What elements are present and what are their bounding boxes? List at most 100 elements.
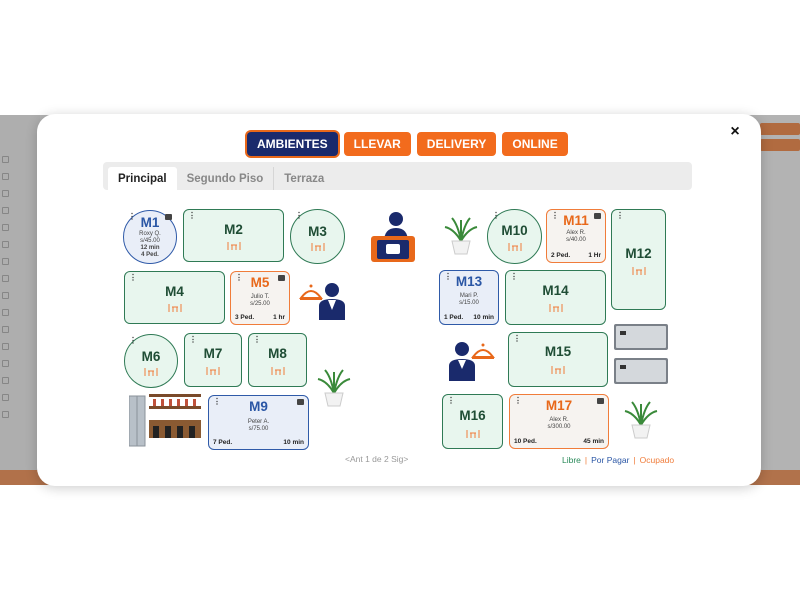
table-name: M13 bbox=[455, 274, 483, 289]
table-chairs-icon bbox=[144, 368, 158, 376]
table-menu-icon[interactable]: ⋮ bbox=[189, 335, 197, 344]
table-menu-icon[interactable]: ⋮ bbox=[447, 396, 455, 405]
table-menu-icon[interactable]: ⋮ bbox=[514, 396, 522, 405]
table-m11[interactable]: ⋮ M11 Alex R. s/40.00 2 Ped. 1 Hr bbox=[546, 209, 606, 263]
table-m9[interactable]: ⋮ M9 Peter A. s/75.00 7 Ped. 10 min bbox=[208, 395, 309, 450]
mode-delivery-button[interactable]: DELIVERY bbox=[416, 132, 497, 156]
table-chairs-icon bbox=[206, 367, 220, 375]
bg-right-button bbox=[760, 123, 800, 135]
table-m5[interactable]: ⋮ M5 Julio T. s/25.00 3 Ped. 1 hr bbox=[230, 271, 290, 325]
table-m13[interactable]: ⋮ M13 Mari P. s/15.00 1 Ped. 10 min bbox=[439, 270, 499, 325]
table-chairs-icon bbox=[551, 366, 565, 374]
table-name: M3 bbox=[308, 224, 327, 239]
table-chairs-icon bbox=[271, 367, 284, 375]
table-orders: 7 Ped. bbox=[213, 439, 233, 446]
table-m1[interactable]: ⋮ M1 Roxy Q. s/45.00 12 min 4 Ped. bbox=[123, 210, 177, 264]
table-chairs-icon bbox=[466, 430, 479, 438]
tables-modal: × AMBIENTES LLEVAR DELIVERY ONLINE Princ… bbox=[37, 114, 761, 486]
status-legend: Libre | Por Pagar | Ocupado bbox=[562, 455, 674, 465]
table-time: 10 min bbox=[473, 314, 494, 321]
table-name: M9 bbox=[249, 399, 268, 414]
table-m14[interactable]: ⋮ M14 bbox=[505, 270, 606, 325]
table-menu-icon[interactable]: ⋮ bbox=[295, 211, 303, 220]
table-menu-icon[interactable]: ⋮ bbox=[492, 211, 500, 220]
table-menu-icon[interactable]: ⋮ bbox=[128, 212, 136, 221]
table-orders: 1 Ped. bbox=[444, 314, 464, 321]
table-menu-icon[interactable]: ⋮ bbox=[213, 397, 221, 406]
table-name: M10 bbox=[501, 223, 528, 238]
tab-principal[interactable]: Principal bbox=[108, 167, 177, 190]
table-m7[interactable]: ⋮ M7 bbox=[184, 333, 242, 387]
table-orders: 2 Ped. bbox=[551, 252, 571, 259]
bg-sidebar-item bbox=[0, 304, 40, 320]
table-menu-icon[interactable]: ⋮ bbox=[188, 211, 196, 220]
tab-terraza[interactable]: Terraza bbox=[284, 172, 325, 185]
mode-online-button[interactable]: ONLINE bbox=[502, 132, 568, 156]
table-menu-icon[interactable]: ⋮ bbox=[444, 272, 452, 281]
bg-sidebar-item bbox=[0, 355, 40, 371]
table-menu-icon[interactable]: ⋮ bbox=[129, 273, 137, 282]
plant-icon bbox=[444, 217, 478, 255]
pagination[interactable]: <Ant 1 de 2 Sig> bbox=[345, 454, 409, 464]
table-time: 1 Hr bbox=[588, 252, 601, 259]
table-m16[interactable]: ⋮ M16 bbox=[442, 394, 503, 449]
table-m15[interactable]: ⋮ M15 bbox=[508, 332, 608, 387]
table-amount: s/25.00 bbox=[250, 301, 270, 307]
table-m4[interactable]: ⋮ M4 bbox=[124, 271, 225, 324]
table-menu-icon[interactable]: ⋮ bbox=[129, 336, 137, 345]
table-menu-icon[interactable]: ⋮ bbox=[513, 334, 521, 343]
refrigerator-icon bbox=[614, 324, 668, 384]
legend-pay: Por Pagar bbox=[591, 455, 630, 465]
table-menu-icon[interactable]: ⋮ bbox=[253, 335, 261, 344]
table-time: 12 min bbox=[140, 245, 160, 251]
table-chairs-icon bbox=[549, 304, 562, 312]
printer-icon bbox=[597, 398, 604, 404]
table-name: M5 bbox=[250, 275, 270, 290]
bg-sidebar-item bbox=[0, 389, 40, 405]
table-m12[interactable]: ⋮ M12 bbox=[611, 209, 666, 310]
table-time: 1 hr bbox=[273, 314, 285, 321]
table-menu-icon[interactable]: ⋮ bbox=[235, 273, 243, 282]
area-tabs: Principal Segundo Piso Terraza bbox=[103, 162, 692, 190]
table-waiter: Peter A. bbox=[247, 419, 270, 425]
table-m3[interactable]: ⋮ M3 bbox=[290, 209, 345, 264]
bg-sidebar-item bbox=[0, 372, 40, 388]
bg-sidebar-item bbox=[0, 202, 40, 218]
table-name: M6 bbox=[141, 349, 161, 364]
table-m8[interactable]: ⋮ M8 bbox=[248, 333, 307, 387]
tab-segundo-piso[interactable]: Segundo Piso bbox=[177, 167, 275, 190]
mode-ambientes-button[interactable]: AMBIENTES bbox=[247, 132, 338, 156]
printer-icon bbox=[297, 399, 304, 405]
table-m6[interactable]: ⋮ M6 bbox=[124, 334, 178, 388]
table-waiter: Alex R. bbox=[549, 417, 569, 423]
close-button[interactable]: × bbox=[730, 123, 740, 140]
table-m17[interactable]: ⋮ M17 Alex R. s/300.00 10 Ped. 45 min bbox=[509, 394, 609, 449]
table-menu-icon[interactable]: ⋮ bbox=[510, 272, 518, 281]
table-time: 10 min bbox=[283, 439, 304, 446]
mode-llevar-button[interactable]: LLEVAR bbox=[343, 132, 411, 156]
table-m10[interactable]: ⋮ M10 bbox=[487, 209, 542, 264]
bg-sidebar-item bbox=[0, 287, 40, 303]
table-amount: s/75.00 bbox=[248, 426, 269, 432]
table-amount: s/40.00 bbox=[566, 237, 586, 243]
table-menu-icon[interactable]: ⋮ bbox=[551, 211, 559, 220]
table-menu-icon[interactable]: ⋮ bbox=[616, 211, 624, 220]
bg-sidebar-item bbox=[0, 270, 40, 286]
table-chairs-icon bbox=[168, 304, 181, 312]
mode-selector: AMBIENTES LLEVAR DELIVERY ONLINE bbox=[247, 132, 568, 156]
table-name: M1 bbox=[140, 215, 160, 230]
table-waiter: Mari P. bbox=[459, 293, 479, 299]
bg-sidebar-item bbox=[0, 219, 40, 235]
table-name: M7 bbox=[203, 346, 223, 361]
bg-sidebar-item bbox=[0, 168, 40, 184]
table-name: M8 bbox=[268, 346, 287, 361]
table-orders: 4 Ped. bbox=[141, 252, 159, 258]
table-amount: s/45.00 bbox=[140, 238, 160, 244]
table-m2[interactable]: ⋮ M2 bbox=[183, 209, 284, 262]
table-name: M2 bbox=[224, 222, 243, 237]
table-waiter: Julio T. bbox=[250, 294, 270, 300]
bg-sidebar-item bbox=[0, 321, 40, 337]
table-chairs-icon bbox=[632, 267, 645, 275]
bar-counter-icon bbox=[129, 394, 201, 447]
